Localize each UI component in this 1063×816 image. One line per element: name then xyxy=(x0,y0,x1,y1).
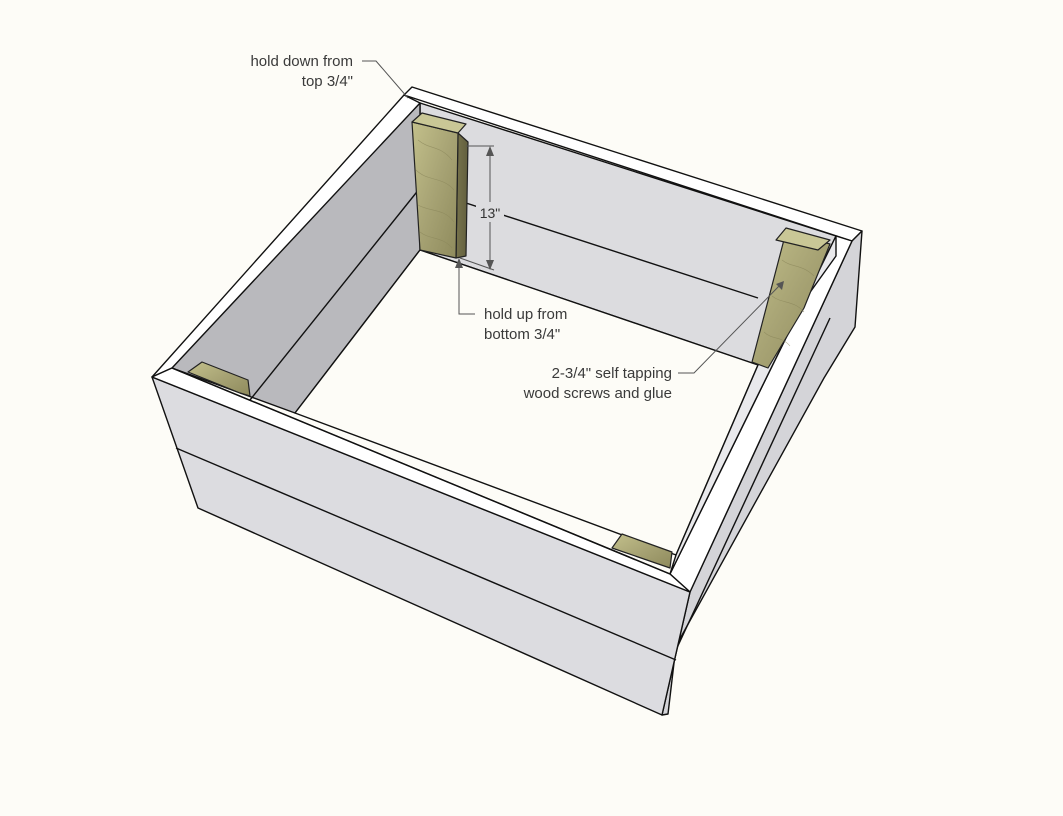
arrow-screws xyxy=(776,281,784,290)
leader-top-hold xyxy=(362,60,409,99)
left-wall-seam xyxy=(249,187,421,401)
label-hold-down-line1: hold down from xyxy=(250,53,353,70)
dimension-label: 13" xyxy=(480,205,501,221)
wood-block-back-right-top xyxy=(775,227,831,251)
arrow-up xyxy=(486,146,494,156)
corner-blocks xyxy=(187,112,831,569)
right-outer-seam xyxy=(675,317,831,651)
label-hold-down-line2: top 3/4" xyxy=(302,73,353,90)
wood-block-back-left-face xyxy=(411,121,459,259)
dimension-tick-bottom xyxy=(459,257,495,271)
label-hold-up-line2: bottom 3/4" xyxy=(484,326,560,343)
arrow-bottom-hold xyxy=(455,258,463,268)
label-screws-line2: wood screws and glue xyxy=(523,385,672,402)
label-screws-line1: 2-3/4" self tapping xyxy=(552,365,672,382)
arrow-down xyxy=(486,260,494,270)
wood-block-front-left xyxy=(187,361,251,397)
label-hold-up-line1: hold up from xyxy=(484,306,567,323)
wood-block-back-left-top xyxy=(411,112,467,134)
front-top-inner-edge xyxy=(171,367,671,575)
dimension-arrows xyxy=(455,146,784,290)
leader-screws xyxy=(678,282,783,374)
wood-block-front-right xyxy=(611,533,673,569)
leader-bottom-hold xyxy=(458,260,475,315)
dimension-label-bg xyxy=(476,202,504,222)
front-board-seam xyxy=(175,447,677,661)
